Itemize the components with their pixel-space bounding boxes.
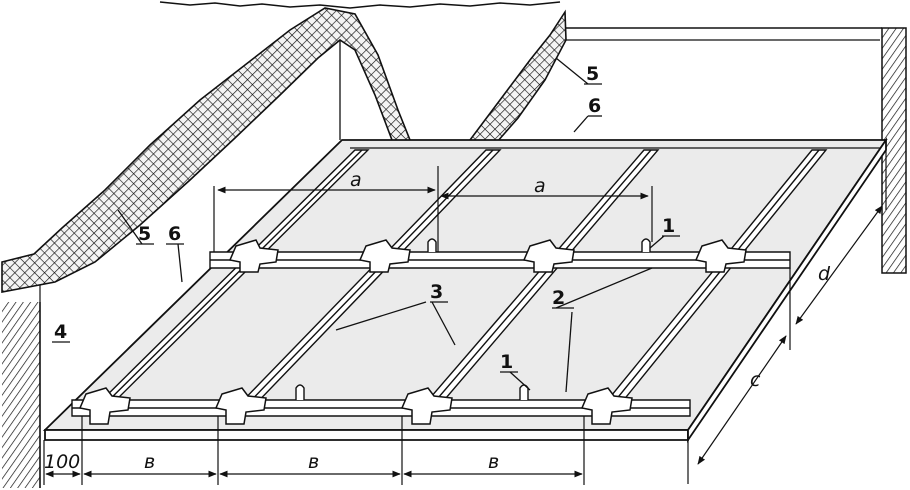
panel-front-edge — [44, 429, 689, 441]
label-vapor-barrier-right: 6 — [588, 95, 601, 117]
label-vapor-barrier-left: 6 — [168, 223, 181, 245]
top-ceiling-edge — [159, 1, 561, 9]
ceiling-profiles — [88, 149, 828, 413]
dim-b-2: в — [308, 451, 319, 473]
insulation-blanket — [1, 7, 567, 293]
label-guide-profile: 2 — [552, 287, 565, 309]
cross-connectors — [78, 239, 747, 425]
dim-a-left: a — [350, 169, 362, 191]
label-wall: 4 — [54, 321, 67, 343]
dim-100: 100 — [44, 451, 80, 473]
left-wall — [2, 302, 40, 488]
label-hanger-lower: 1 — [500, 351, 513, 373]
dimension-lines — [43, 150, 887, 485]
label-insulation-left: 5 — [138, 223, 151, 245]
label-hanger-upper: 1 — [662, 215, 675, 237]
dim-a-right: a — [534, 175, 546, 197]
label-insulation-right: 5 — [586, 63, 599, 85]
dim-d: d — [818, 263, 831, 285]
dim-b-1: в — [144, 451, 155, 473]
label-ceiling-profile: 3 — [430, 281, 443, 303]
dim-b-3: в — [488, 451, 499, 473]
dim-c: c — [750, 369, 761, 391]
leader-lines — [52, 57, 680, 393]
